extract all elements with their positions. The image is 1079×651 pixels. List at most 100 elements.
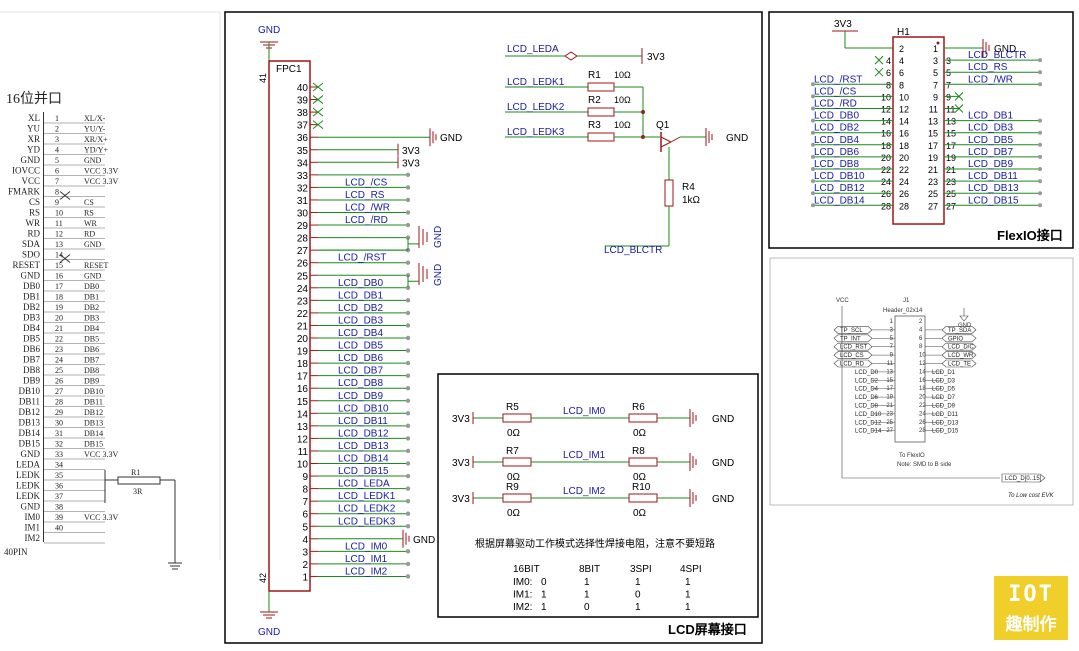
left-port-pin-signal: VCC 3.3V <box>84 177 118 186</box>
left-port-r1-value: 3R <box>133 487 143 496</box>
left-port-pin-name: FMARK <box>8 187 41 197</box>
fpc-pin-number: 15 <box>297 397 309 408</box>
left-port-pin-signal: DB9 <box>84 377 99 386</box>
left-port-pin-name: YU <box>27 124 40 134</box>
left-port-pin-signal: RESET <box>84 261 109 270</box>
left-port-pin-number: 16 <box>55 272 63 281</box>
fpc-pin-net: LCD_DB0 <box>338 278 383 289</box>
ref-vcc: VCC <box>836 298 849 304</box>
fpc-pin-number: 25 <box>297 271 309 282</box>
im-table-cell: 1 <box>541 602 547 613</box>
fpc-pin-number: 8 <box>302 485 308 496</box>
fpc-pin-net: LCD_DB13 <box>338 441 389 452</box>
fpc-gnd-25-symbol <box>418 263 428 285</box>
left-port-pin-name: DB1 <box>23 292 40 302</box>
ref-right-net: LCD_D7 <box>932 395 956 401</box>
left-port-r1: R1 3R <box>104 468 182 570</box>
fpc-pin-net: LCD_DB3 <box>338 315 383 326</box>
flexio-left-net: LCD_/CS <box>814 86 857 97</box>
ref-note1: To FlexIO <box>899 453 925 459</box>
ref-left-pin: 25 <box>886 420 893 426</box>
im-table-cell: 0 <box>635 590 641 601</box>
flexio-left-pin-number: 24 <box>881 177 891 187</box>
flexio-left-pin-number: 20 <box>881 153 891 163</box>
left-port-pin-signal: DB0 <box>84 282 99 291</box>
ref-right-net: LCD_D5 <box>932 387 956 393</box>
left-port-pin-name: LEDA <box>16 460 40 470</box>
ref-right-net: LCD_WR <box>948 353 974 359</box>
fpc-pin-number: 31 <box>297 196 309 207</box>
left-port-pin-number: 18 <box>55 293 63 302</box>
left-port-title: 16位并口 <box>6 91 62 107</box>
flexio-left-net: LCD_DB6 <box>814 147 859 158</box>
flexio-right-pin-number: 25 <box>946 189 956 199</box>
flexio-inner-right: 27 <box>928 201 938 211</box>
flexio-inner-left: 20 <box>899 153 909 163</box>
left-port-pin-name: IOVCC <box>12 166 40 176</box>
ref-left-port <box>833 351 873 359</box>
left-port-nc-mark <box>59 254 71 263</box>
fpc-pin-net: LCD_/RST <box>338 253 386 264</box>
flexio-inner-left: 10 <box>899 92 909 102</box>
ref-right-pin: 4 <box>919 327 923 333</box>
im-row-supply: 3V3 <box>452 414 470 425</box>
fpc-pin-net: LCD_LEDK1 <box>338 491 396 502</box>
fpc-gnd-25-label: GND <box>433 264 444 286</box>
ref-right-pin: 20 <box>919 395 926 401</box>
im-row-resistor-left-label: R9 <box>506 482 519 493</box>
left-port-pin-number: 19 <box>55 303 63 312</box>
fpc-pin-end <box>405 561 411 567</box>
ref-right-net: LCD_D9 <box>932 404 956 410</box>
fpc-pin-end <box>405 574 411 579</box>
left-port-pin-number: 23 <box>55 345 63 354</box>
backlight-leda-net: 3V3 <box>647 52 665 63</box>
left-port-pin-name: DB12 <box>18 407 40 417</box>
left-port-pin-name: VCC <box>21 176 40 186</box>
flexio-right-pin-number: 9 <box>946 92 951 102</box>
im-row-resistor-right-value: 0Ω <box>633 472 647 483</box>
fpc-pin41: 41 <box>258 73 268 83</box>
left-port-pin-number: 35 <box>55 471 63 480</box>
fpc-pin-number: 30 <box>297 209 309 220</box>
im-row-resistor-right-value: 0Ω <box>633 428 647 439</box>
iot-logo-line1: IOT <box>1008 582 1054 607</box>
ref-j1: J1 <box>903 298 910 304</box>
left-port-pin-name: DB7 <box>23 355 41 365</box>
ref-left-pin: 7 <box>890 344 894 350</box>
left-port-pin-name: IM1 <box>25 523 41 533</box>
fpc-pin-number: 34 <box>297 158 309 169</box>
flexio-left-pin-number: 18 <box>881 141 891 151</box>
im-row-resistor-right-label: R8 <box>632 446 645 457</box>
fpc-pin-number: 22 <box>297 309 309 320</box>
backlight-ledk3: LCD_LEDK3 <box>507 127 565 138</box>
fpc-pin-net: LCD_/WR <box>345 203 390 214</box>
im-row-net: LCD_IM2 <box>563 486 606 497</box>
im-table-cell: 0 <box>584 602 590 613</box>
left-port-pin-number: 28 <box>55 398 63 407</box>
flexio-left-net: LCD_DB4 <box>814 135 859 146</box>
left-port-pin-number: 33 <box>55 450 63 459</box>
backlight-r4: R4 <box>682 182 695 193</box>
flexio-left-net: LCD_/RD <box>814 99 857 110</box>
left-port-pin-number: 25 <box>55 366 63 375</box>
fpc-pin-number: 2 <box>302 560 308 571</box>
left-port-pin-signal: DB12 <box>84 408 103 417</box>
left-port-pin-number: 30 <box>55 419 63 428</box>
fpc-pin-net: LCD_DB9 <box>338 391 383 402</box>
ref-left-net: LCD_RD <box>840 362 865 368</box>
flexio-left-end <box>811 179 815 184</box>
fpc-pin-end <box>405 373 411 378</box>
im-table-cell: 1 <box>635 602 641 613</box>
flexio-left-net: LCD_DB2 <box>814 123 859 134</box>
fpc-pin-net: LCD_DB4 <box>338 328 383 339</box>
flexio-right-net: LCD_DB7 <box>968 147 1013 158</box>
ref-left-pin: 9 <box>890 353 894 359</box>
flexio-right-end <box>1038 58 1042 63</box>
left-port-pin-signal: DB10 <box>84 387 103 396</box>
ref-left-pin: 11 <box>887 361 894 367</box>
flexio-inner-right: 17 <box>928 141 938 151</box>
ref-note2: Note: SMD to B side <box>897 462 952 468</box>
flexio-inner-right: 11 <box>929 105 938 115</box>
flexio-left-end <box>811 94 815 99</box>
